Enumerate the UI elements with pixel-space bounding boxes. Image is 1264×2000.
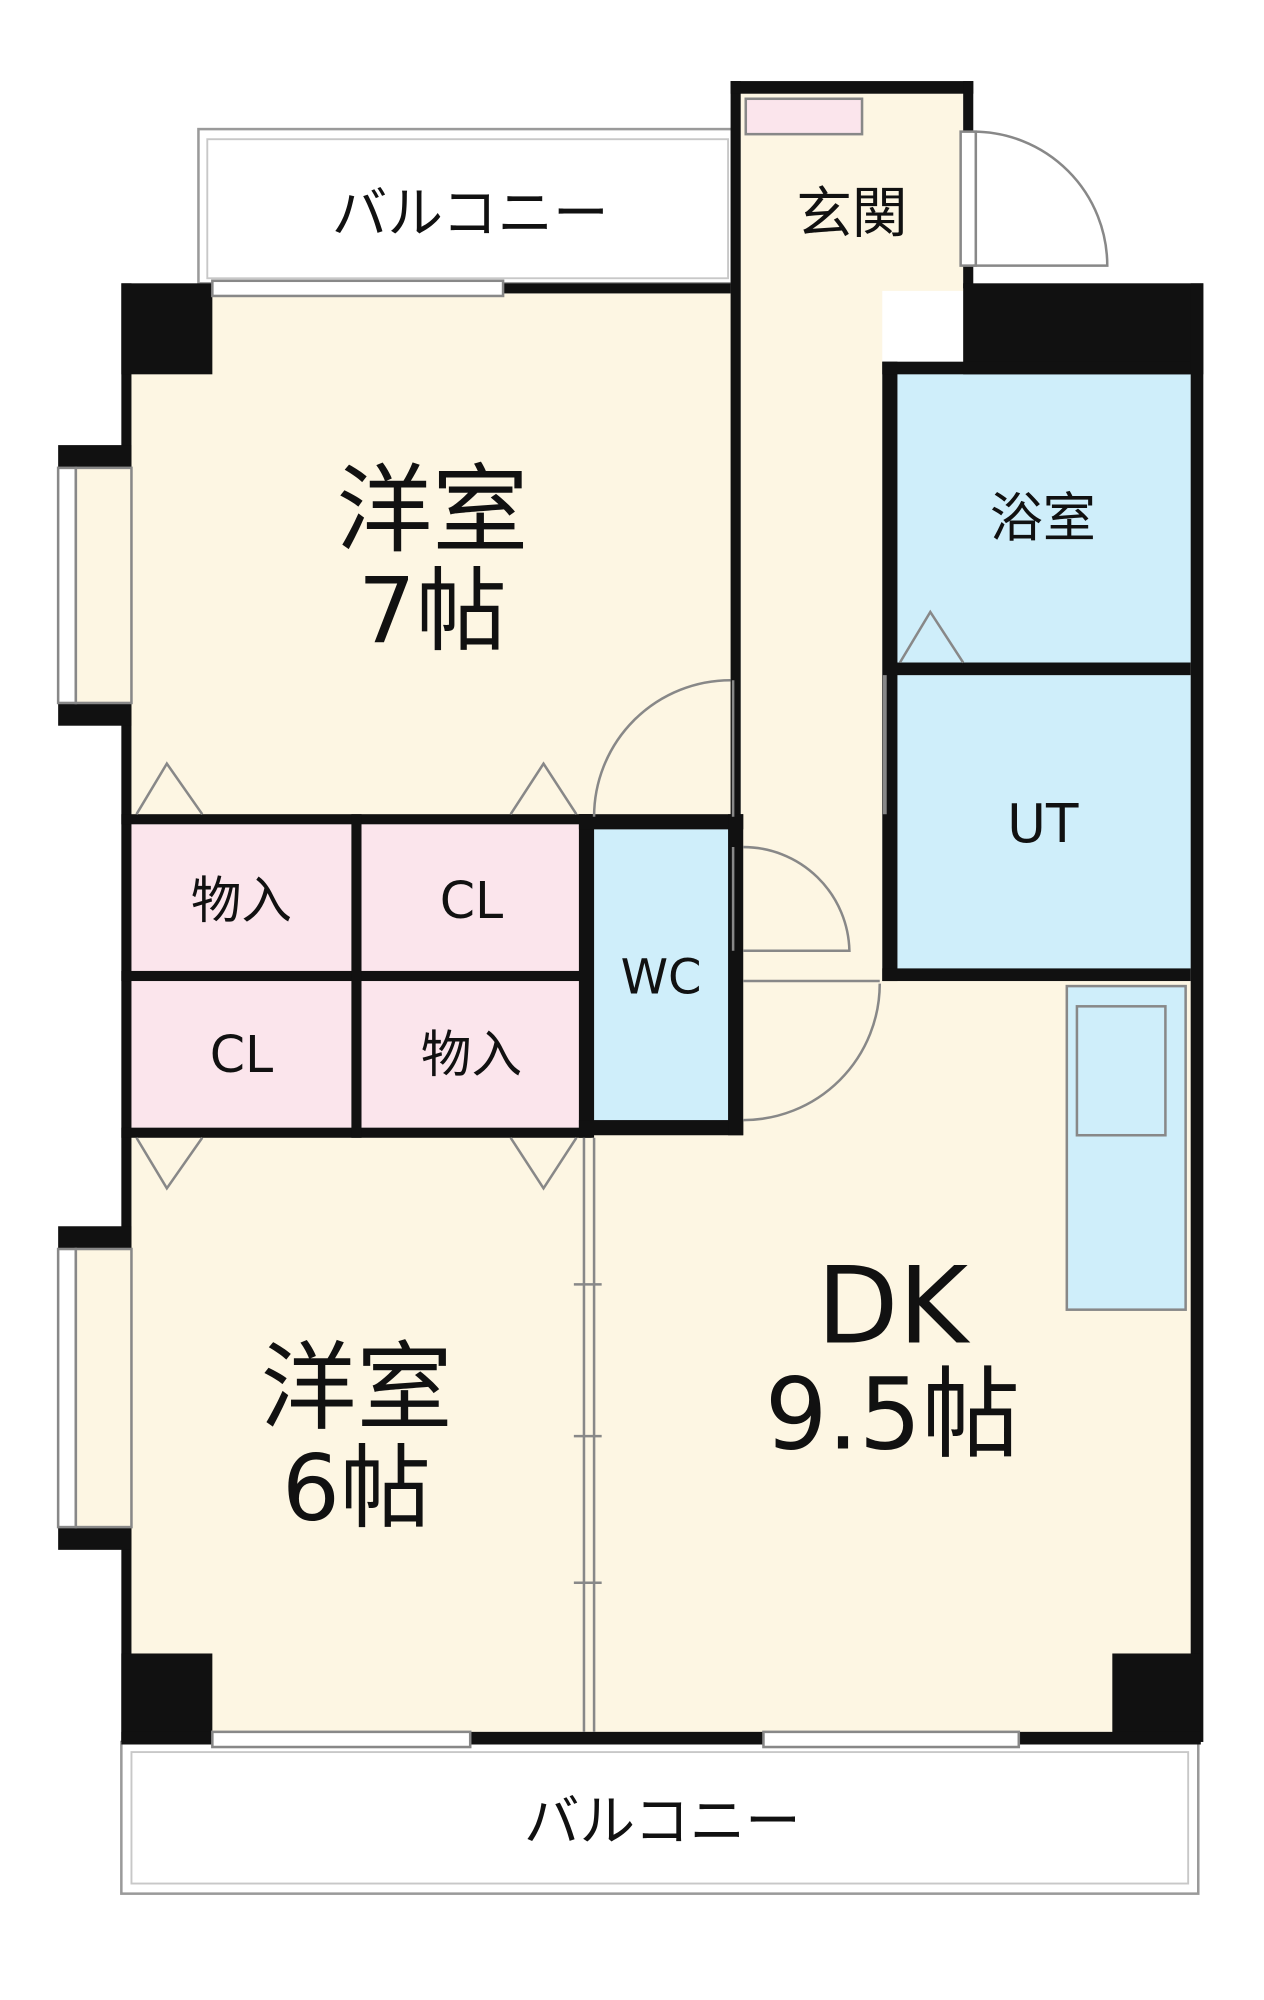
bath-label: 浴室 bbox=[990, 487, 1096, 549]
storage-2-floor bbox=[361, 981, 582, 1128]
storage-1-floor bbox=[131, 824, 352, 971]
western-7-size: 7帖 bbox=[358, 559, 507, 664]
western-6-name: 洋室 bbox=[260, 1332, 452, 1444]
ut-label: UT bbox=[1007, 793, 1079, 855]
closet-2-floor bbox=[131, 981, 352, 1128]
balcony-bottom-inner-line bbox=[130, 1751, 1190, 1885]
dk-size: 9.5帖 bbox=[765, 1358, 1020, 1473]
doors bbox=[135, 130, 1109, 1732]
room-wc-floor bbox=[591, 824, 734, 1128]
closet-1-label: CL bbox=[440, 871, 503, 930]
kitchen-counter bbox=[1065, 984, 1187, 1311]
room-western-7-floor bbox=[131, 293, 731, 820]
wc-label: WC bbox=[621, 950, 702, 1006]
western-6-size: 6帖 bbox=[282, 1437, 431, 1542]
storage-1-label: 物入 bbox=[191, 871, 292, 930]
balcony-top-inner-line bbox=[206, 138, 730, 280]
room-bath-floor bbox=[894, 369, 1191, 666]
windows bbox=[56, 279, 1021, 1749]
western-7-name: 洋室 bbox=[336, 455, 528, 567]
storage-2-label: 物入 bbox=[421, 1025, 522, 1084]
hallway-floor bbox=[740, 288, 883, 982]
shoe-box bbox=[744, 97, 864, 136]
closet-2-label: CL bbox=[210, 1025, 273, 1084]
kitchen-sink bbox=[1075, 1005, 1167, 1137]
balcony-top-label: バルコニー bbox=[332, 182, 609, 247]
room-western-6-floor bbox=[131, 1132, 587, 1740]
balcony-bottom-area bbox=[120, 1740, 1200, 1895]
closet-1-floor bbox=[361, 824, 582, 971]
balcony-top-area bbox=[197, 127, 734, 285]
entrance-label: 玄関 bbox=[796, 182, 907, 247]
dk-name: DK bbox=[817, 1245, 971, 1369]
room-ut-floor bbox=[894, 675, 1191, 974]
balcony-bottom-label: バルコニー bbox=[524, 1790, 801, 1855]
